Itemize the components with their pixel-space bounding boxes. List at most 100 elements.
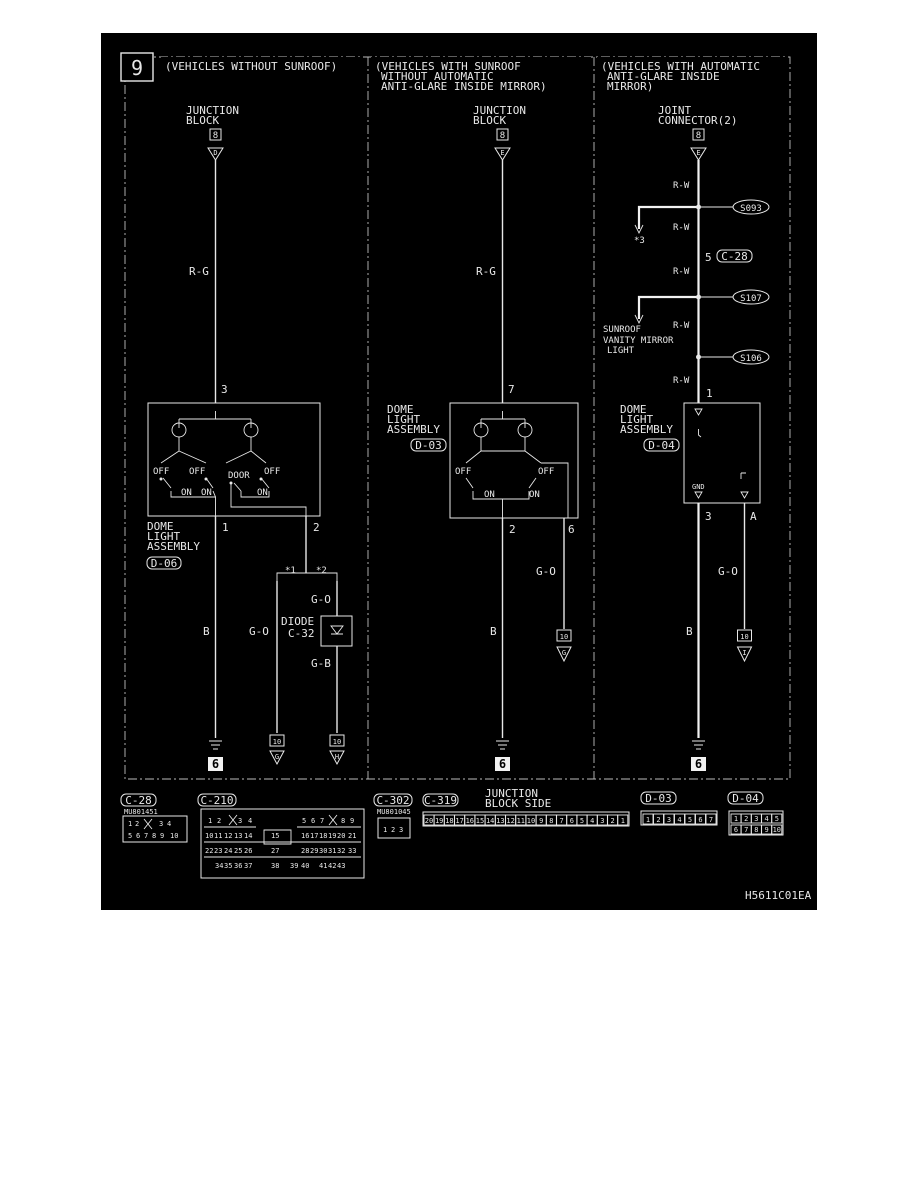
s1-off-2: OFF bbox=[189, 467, 205, 477]
s1-dome-label: DOME bbox=[147, 520, 174, 533]
face-d03 bbox=[640, 810, 718, 826]
svg-text:3: 3 bbox=[238, 817, 242, 825]
s2-pin-2: 2 bbox=[509, 523, 516, 536]
s1-on-2: ON bbox=[201, 488, 212, 498]
pin-number: 6 bbox=[698, 816, 702, 824]
pin-number: 19 bbox=[435, 817, 443, 825]
s3-dome-box bbox=[683, 402, 761, 504]
s1-diode-box bbox=[320, 615, 353, 647]
svg-text:9: 9 bbox=[160, 832, 164, 840]
s3-splice-s107-label: S107 bbox=[740, 294, 762, 304]
s1-star1: *1 bbox=[285, 566, 296, 576]
s1-jb-number: 8 bbox=[213, 131, 218, 141]
pin-number: 5 bbox=[775, 815, 779, 823]
s1-on-1: ON bbox=[181, 488, 192, 498]
pin-number: 1 bbox=[734, 815, 738, 823]
svg-text:5: 5 bbox=[128, 832, 132, 840]
pin-number: 10 bbox=[773, 826, 781, 834]
svg-text:34: 34 bbox=[215, 862, 223, 870]
wiring-diagram-board: 9 (VEHICLES WITHOUT SUNROOF) (VEHICLES W… bbox=[101, 33, 817, 910]
s3-rw-label-4: R-W bbox=[673, 321, 690, 331]
svg-text:26: 26 bbox=[244, 847, 252, 855]
svg-text:3: 3 bbox=[159, 820, 163, 828]
s1-d06-badge bbox=[146, 556, 182, 570]
s1-wire-b-label: B bbox=[203, 625, 210, 638]
svg-text:37: 37 bbox=[244, 862, 252, 870]
s1-arrow-g: G bbox=[275, 753, 279, 761]
s3-ground-icon bbox=[692, 740, 705, 750]
svg-text:29: 29 bbox=[310, 847, 318, 855]
s2-dome-box bbox=[449, 402, 579, 519]
svg-text:6: 6 bbox=[136, 832, 140, 840]
pin-number: 4 bbox=[590, 817, 594, 825]
s3-pin-1: 1 bbox=[706, 387, 713, 400]
s1-dome-box bbox=[147, 402, 321, 517]
s1-assembly-label: ASSEMBLY bbox=[147, 540, 200, 553]
s3-c28-label: C-28 bbox=[721, 250, 748, 263]
s1-ground-icon bbox=[209, 740, 222, 750]
s2-wire-rg-label: R-G bbox=[476, 265, 496, 278]
svg-text:8: 8 bbox=[341, 817, 345, 825]
pin-number: 7 bbox=[559, 817, 563, 825]
section-2-title-line1: (VEHICLES WITH SUNROOF bbox=[375, 60, 521, 73]
face-c302 bbox=[377, 817, 411, 839]
s3-wire-b-label: B bbox=[686, 625, 693, 638]
svg-text:16: 16 bbox=[301, 832, 309, 840]
svg-text:2: 2 bbox=[391, 826, 395, 834]
face-c28-label: C-28 bbox=[125, 794, 152, 807]
page-number-box bbox=[120, 52, 154, 82]
pin-number: 17 bbox=[455, 817, 463, 825]
s3-jb-arrow-letter: E bbox=[696, 149, 700, 157]
svg-text:41: 41 bbox=[319, 862, 327, 870]
pin-number: 15 bbox=[476, 817, 484, 825]
s1-block-label: BLOCK bbox=[186, 114, 219, 127]
svg-text:1: 1 bbox=[208, 817, 212, 825]
svg-text:2: 2 bbox=[217, 817, 221, 825]
s1-off-3: OFF bbox=[264, 467, 280, 477]
face-c28-row2: 5 6 7 8 9 10 bbox=[128, 832, 178, 840]
svg-text:35: 35 bbox=[224, 862, 232, 870]
pin-cell bbox=[771, 813, 783, 824]
s3-rw-label-3: R-W bbox=[673, 267, 690, 277]
pin-number: 11 bbox=[517, 817, 525, 825]
pin-cell bbox=[684, 813, 696, 825]
pin-cell bbox=[663, 813, 675, 825]
face-c302-part: MU801045 bbox=[377, 808, 411, 816]
pin-number: 2 bbox=[610, 817, 614, 825]
s2-assembly-label: ASSEMBLY bbox=[387, 423, 440, 436]
s3-splice-s093-label: S093 bbox=[740, 204, 762, 214]
s1-conn-10-left: 10 bbox=[273, 738, 281, 746]
pin-number: 1 bbox=[646, 816, 650, 824]
s3-light-label2: LIGHT bbox=[607, 346, 635, 356]
svg-text:27: 27 bbox=[271, 847, 279, 855]
s3-assembly-label: ASSEMBLY bbox=[620, 423, 673, 436]
pin-number: 20 bbox=[425, 817, 433, 825]
s2-jb-number: 8 bbox=[500, 131, 505, 141]
diagram-code: H5611C01EA bbox=[745, 889, 812, 902]
svg-text:1: 1 bbox=[383, 826, 387, 834]
pin-number: 7 bbox=[744, 826, 748, 834]
s3-wire-go-label: G-O bbox=[718, 565, 738, 578]
svg-text:3: 3 bbox=[399, 826, 403, 834]
s3-rw-label-1: R-W bbox=[673, 181, 690, 191]
svg-text:2: 2 bbox=[135, 820, 139, 828]
s1-wire-go-left-label: G-O bbox=[249, 625, 269, 638]
s2-on-1: ON bbox=[484, 490, 495, 500]
face-d04 bbox=[728, 810, 784, 836]
s2-pin-7: 7 bbox=[508, 383, 515, 396]
s3-sunroof-label: SUNROOF bbox=[603, 325, 641, 335]
pin-number: 2 bbox=[656, 816, 660, 824]
s2-ground-icon bbox=[496, 740, 509, 750]
svg-text:31: 31 bbox=[328, 847, 336, 855]
s3-pin-3: 3 bbox=[705, 510, 712, 523]
page-number: 9 bbox=[131, 56, 143, 80]
face-d04-label: D-04 bbox=[732, 792, 759, 805]
pin-cell bbox=[705, 813, 717, 825]
s1-jb-arrow bbox=[207, 147, 224, 161]
pin-number: 5 bbox=[580, 817, 584, 825]
s1-star2: *2 bbox=[316, 566, 327, 576]
pin-cell bbox=[771, 824, 783, 835]
diagram-frame bbox=[124, 56, 791, 780]
